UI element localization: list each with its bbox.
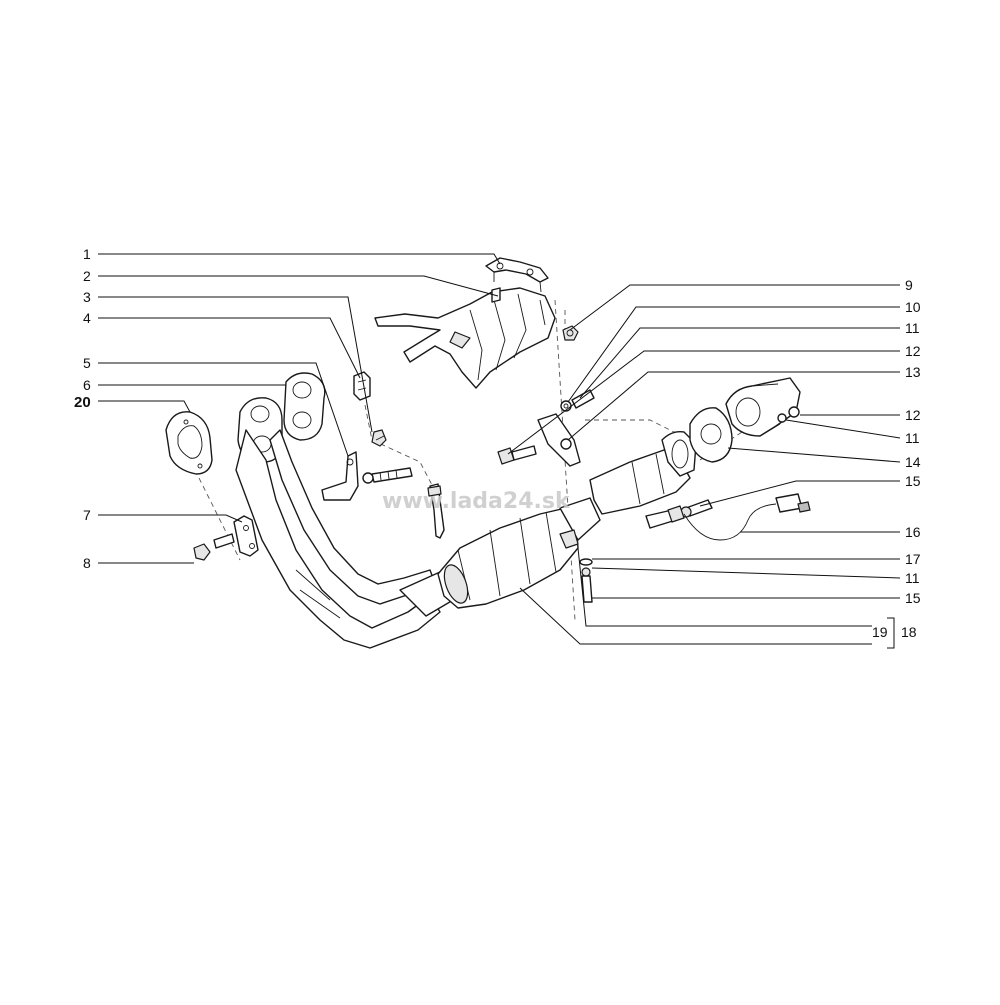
part-13-bracket (537, 413, 581, 467)
callout-3: 3 (83, 289, 91, 305)
leader-lines-left (98, 253, 501, 564)
callout-15-b: 15 (905, 590, 921, 606)
part-3-clip (371, 429, 387, 447)
part-6-gasket (283, 372, 326, 441)
callout-12-a: 12 (905, 343, 921, 359)
part-11-washer-right (777, 413, 787, 423)
callout-7: 7 (83, 507, 91, 523)
downstream-flange-pipe (725, 377, 801, 437)
callout-13: 13 (905, 364, 921, 380)
part-16-oxygen-sensor (645, 493, 811, 541)
watermark-text: www.lada24.sk (382, 489, 571, 514)
rear-pipe-section (589, 430, 697, 515)
exhaust-front-pipe (235, 397, 461, 649)
part-17-washer (579, 558, 593, 566)
part-9-nut (562, 325, 579, 341)
callout-15-a: 15 (905, 473, 921, 489)
part-15-bolt-lower (581, 567, 593, 603)
part-4-sensor-holder (353, 371, 371, 401)
callout-11-c: 11 (905, 570, 920, 586)
callout-18: 18 (901, 624, 917, 640)
part-1-bracket (485, 257, 549, 293)
callout-11-a: 11 (905, 320, 920, 336)
part-15-bolt-upper (680, 499, 713, 518)
part-5-bracket-bolt (321, 451, 413, 501)
callout-14: 14 (905, 454, 921, 470)
callout-8: 8 (83, 555, 91, 571)
callout-12-b: 12 (905, 407, 921, 423)
callout-1: 1 (83, 246, 91, 262)
part-7-bracket (233, 515, 259, 557)
callout-9: 9 (905, 277, 913, 293)
callout-10: 10 (905, 299, 921, 315)
part-20-gasket (165, 411, 213, 475)
part-8-nut-stud (193, 533, 235, 561)
callout-17: 17 (905, 551, 921, 567)
part-2-heat-shield (374, 287, 556, 389)
callout-5: 5 (83, 355, 91, 371)
callout-20: 20 (74, 394, 91, 411)
callout-11-b: 11 (905, 430, 920, 446)
catalytic-converter (437, 497, 601, 609)
callout-6: 6 (83, 377, 91, 393)
part-12-nut-right (788, 406, 800, 418)
callout-16: 16 (905, 524, 921, 540)
part-11-stud-top (571, 389, 595, 409)
front-oxygen-sensor (427, 483, 445, 539)
part-14-gasket (689, 407, 733, 463)
leader-lines-right (507, 284, 901, 649)
callout-19: 19 (872, 624, 888, 640)
part-12-bolt (497, 445, 537, 465)
callout-4: 4 (83, 310, 91, 326)
callout-2: 2 (83, 268, 91, 284)
